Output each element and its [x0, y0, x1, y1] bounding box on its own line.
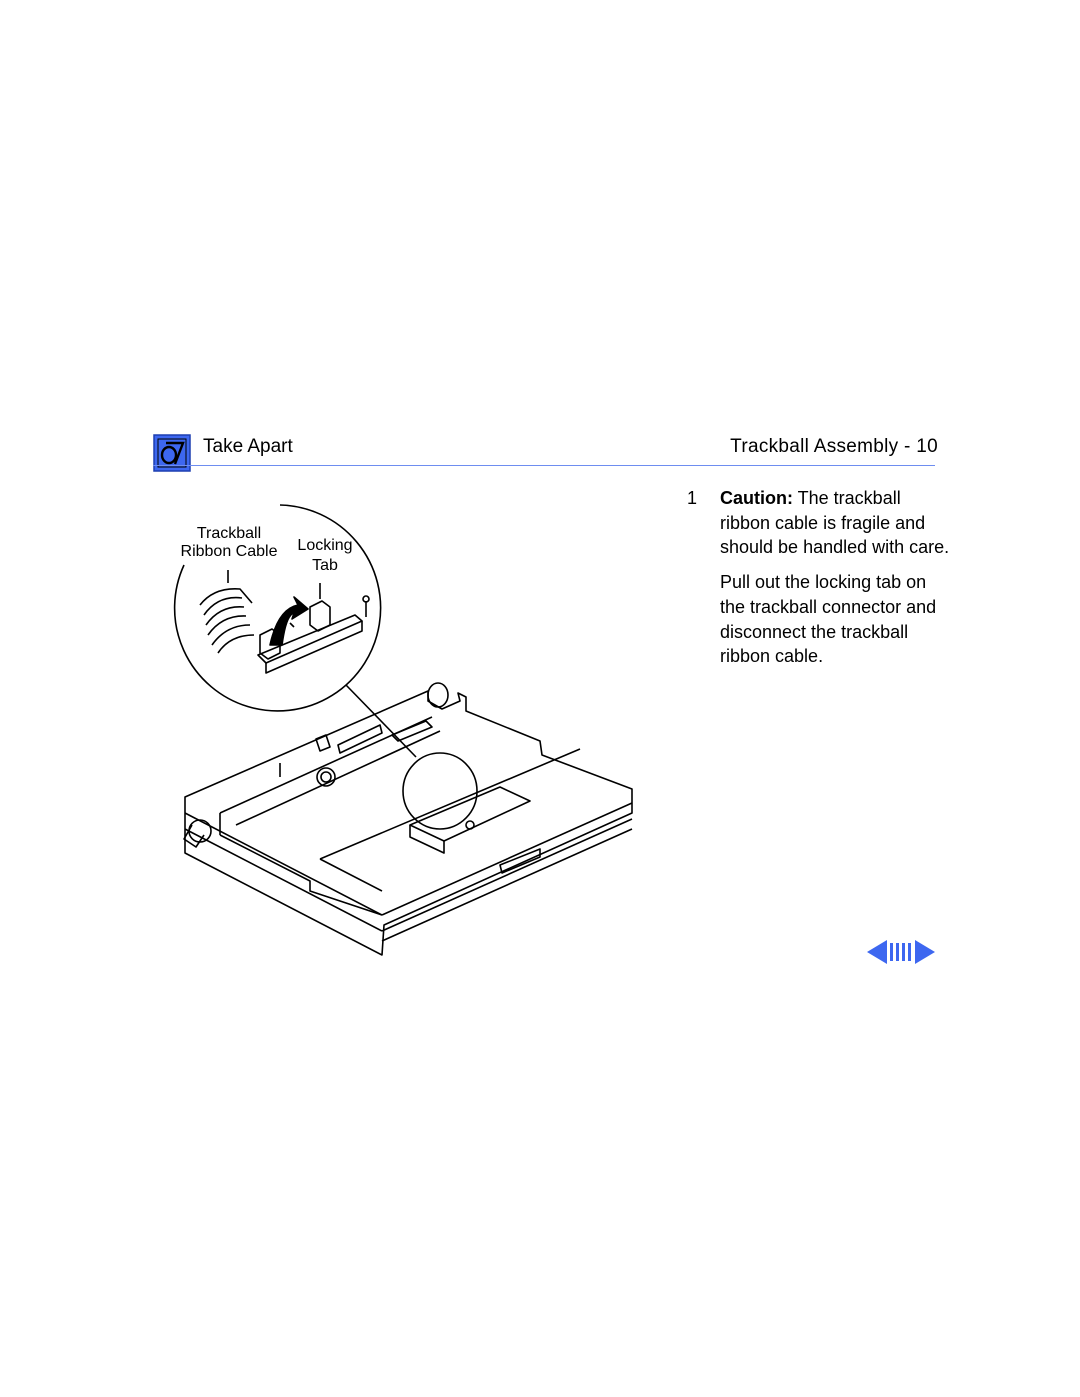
section-title: Take Apart	[203, 436, 293, 457]
step-instructions: Caution: The trackball ribbon cable is f…	[720, 486, 950, 679]
toolbox-icon	[153, 434, 191, 472]
bottom-case	[183, 682, 633, 956]
tab-callout-line1: Locking	[297, 537, 353, 554]
header-divider	[153, 465, 935, 466]
step-number: 1	[687, 488, 698, 508]
page-bars-icon	[890, 943, 911, 961]
page-title: Trackball Assembly - 10	[730, 436, 938, 457]
ribbon-callout-line1: Trackball	[196, 525, 262, 542]
trackball-illustration: Trackball Ribbon Cable Locking Tab	[170, 495, 650, 960]
caution-label: Caution:	[720, 488, 793, 508]
previous-arrow-icon[interactable]	[867, 940, 887, 964]
next-arrow-icon[interactable]	[915, 940, 935, 964]
caution-paragraph: Caution: The trackball ribbon cable is f…	[720, 486, 950, 560]
locking-tab-callout: Locking Tab	[292, 537, 358, 575]
instruction-paragraph: Pull out the locking tab on the trackbal…	[720, 572, 937, 667]
ribbon-cable-callout: Trackball Ribbon Cable	[174, 525, 284, 561]
caution-text: The trackball ribbon cable is fragile an…	[720, 488, 950, 558]
leader-line	[345, 684, 417, 758]
tab-callout-line2: Tab	[312, 557, 338, 574]
magnified-detail	[173, 504, 382, 712]
highlight-circle	[402, 752, 478, 830]
page-navigation	[865, 938, 937, 966]
ribbon-callout-line2: Ribbon Cable	[180, 543, 278, 560]
